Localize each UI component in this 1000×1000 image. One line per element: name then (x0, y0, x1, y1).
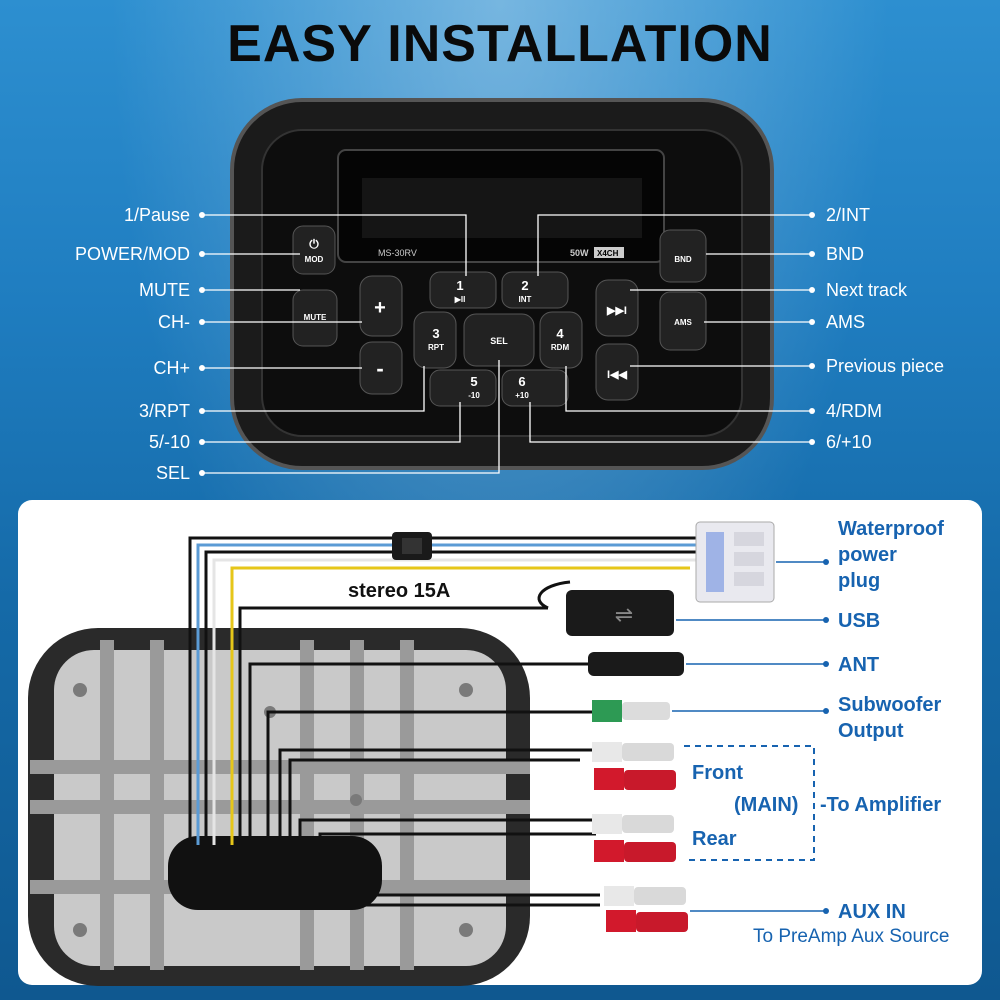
callout-6-plus10: 6/+10 (826, 432, 872, 452)
page-title: EASY INSTALLATION (227, 15, 773, 73)
svg-text:+: + (374, 297, 386, 319)
mod-button[interactable] (292, 225, 336, 275)
aux-rca-white (604, 886, 634, 906)
callout-ams: AMS (826, 312, 866, 332)
power-plug-label: Waterproof power plug (838, 518, 944, 592)
svg-text:MUTE: MUTE (304, 313, 327, 322)
svg-text:RPT: RPT (428, 343, 444, 352)
svg-text:X4CH: X4CH (597, 249, 619, 258)
svg-text:AMS: AMS (674, 318, 692, 327)
mute-button[interactable] (292, 289, 338, 347)
antenna-connector (588, 652, 684, 676)
button-3-rpt[interactable] (413, 311, 457, 369)
svg-text:4: 4 (556, 326, 564, 341)
svg-text:BND: BND (674, 255, 692, 264)
button-2-int[interactable] (501, 271, 569, 309)
button-6-plus10[interactable] (501, 369, 569, 407)
svg-text:3: 3 (432, 326, 439, 341)
svg-text:+10: +10 (515, 391, 529, 400)
callout-sel: SEL (155, 463, 190, 483)
callout-previous-piece: Previous piece (826, 356, 945, 376)
callout-power-mod: POWER/MOD (75, 244, 190, 264)
callout-dots (199, 212, 815, 476)
ch-minus-button[interactable] (359, 275, 403, 337)
svg-text:MOD: MOD (305, 255, 324, 264)
callout-next-track: Next track (826, 280, 908, 300)
callout-ch-minus: CH- (158, 312, 190, 332)
callout-1-pause: 1/Pause (123, 205, 190, 225)
svg-text:6: 6 (518, 374, 525, 389)
ant-label: ANT (838, 654, 880, 676)
callout-mute: MUTE (139, 280, 190, 300)
svg-text:1: 1 (456, 278, 463, 293)
callout-lines (202, 214, 812, 474)
model-label: MS-30RV (378, 248, 417, 258)
to-amplifier-label: -To Amplifier (820, 794, 942, 816)
callout-ch-plus: CH+ (153, 358, 190, 378)
usb-connector (566, 590, 674, 636)
fuse-label: stereo 15A (348, 580, 451, 602)
callout-bnd: BND (826, 244, 865, 264)
amplifier-bracket (684, 745, 815, 861)
aux-rca-red (606, 910, 636, 932)
callout-5-minus10: 5/-10 (148, 432, 190, 452)
aux-in-label: AUX IN (838, 901, 906, 923)
rear-rca-red (594, 840, 624, 862)
svg-text:-10: -10 (468, 391, 480, 400)
rear-rca-white (592, 814, 622, 834)
button-4-rdm[interactable] (539, 311, 583, 369)
subwoofer-label: Subwoofer Output (838, 694, 942, 742)
head-unit-front: MS-30RV 50W X4CH ⏻ MOD MUTE + - 1 ▶II 2 … (199, 98, 815, 476)
front-rca-red (594, 768, 624, 790)
previous-track-button[interactable] (595, 343, 639, 401)
play-pause-icon: ▶II (454, 295, 466, 304)
main-label: (MAIN) (734, 794, 799, 816)
rear-label: Rear (692, 828, 737, 850)
previous-track-icon: I◀◀ (607, 369, 628, 381)
svg-text:SEL: SEL (490, 336, 508, 346)
svg-text:5: 5 (470, 374, 477, 389)
svg-text:INT: INT (519, 295, 532, 304)
svg-text:-: - (376, 356, 383, 381)
aux-note-label: To PreAmp Aux Source (753, 926, 950, 947)
svg-text:2: 2 (521, 278, 528, 293)
callout-4-rdm: 4/RDM (826, 401, 883, 421)
ams-button[interactable] (659, 291, 707, 351)
callout-3-rpt: 3/RPT (138, 401, 190, 421)
wire-harness-connector (168, 836, 382, 910)
button-5-minus10[interactable] (429, 369, 497, 407)
usb-icon: ⇌ (615, 603, 633, 628)
front-rca-white (592, 742, 622, 762)
bnd-button[interactable] (659, 229, 707, 283)
power-icon: ⏻ (309, 237, 319, 251)
button-1-pause[interactable] (429, 271, 497, 309)
next-track-icon: ▶▶I (606, 305, 627, 317)
svg-text:50W: 50W (570, 248, 589, 258)
front-label: Front (692, 762, 744, 784)
next-track-button[interactable] (595, 279, 639, 337)
usb-label: USB (838, 610, 881, 632)
callout-2-int: 2/INT (826, 205, 871, 225)
subwoofer-rca-connector (592, 700, 622, 722)
svg-text:RDM: RDM (551, 343, 570, 352)
